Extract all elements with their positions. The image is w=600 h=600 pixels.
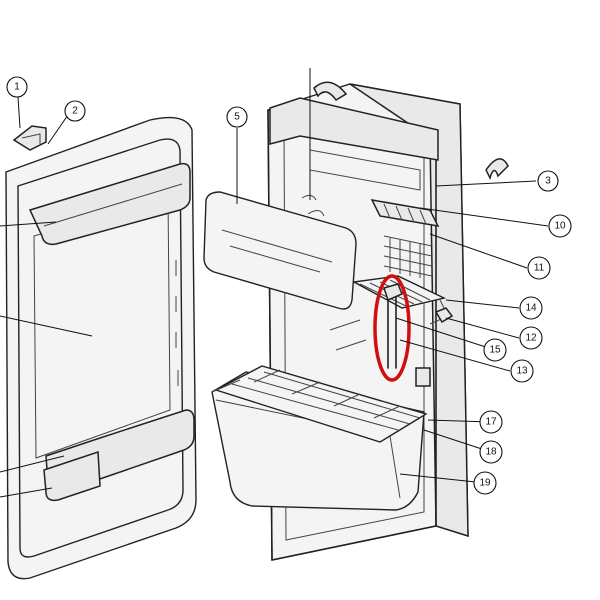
callout-15-label: 15 [489, 345, 501, 356]
callout-19-label: 19 [479, 478, 491, 489]
freezer-flap [203, 191, 357, 310]
callout-11-label: 11 [534, 263, 545, 274]
callout-10-label: 10 [554, 221, 566, 232]
callout-5-label: 5 [234, 112, 240, 123]
highlight-ring [373, 274, 411, 382]
callout-14-label: 14 [525, 303, 537, 314]
callout-10: 10 [548, 214, 572, 238]
callout-14: 14 [519, 296, 543, 320]
callout-18: 18 [479, 440, 503, 464]
callout-13: 13 [510, 359, 534, 383]
callout-2: 2 [64, 100, 86, 122]
callout-5: 5 [226, 106, 248, 128]
callout-17: 17 [479, 410, 503, 434]
callout-12-label: 12 [525, 333, 537, 344]
callout-19: 19 [473, 471, 497, 495]
callout-1: 1 [6, 76, 28, 98]
crisper-assembly [211, 365, 428, 511]
callout-15: 15 [483, 338, 507, 362]
door-assembly [5, 116, 197, 580]
callout-18-label: 18 [485, 447, 497, 458]
callout-3: 3 [537, 170, 559, 192]
callout-13-label: 13 [516, 366, 528, 377]
callout-11: 11 [527, 256, 551, 280]
callout-1-label: 1 [14, 82, 20, 93]
callout-3-label: 3 [545, 176, 551, 187]
callout-12: 12 [519, 326, 543, 350]
callout-17-label: 17 [485, 417, 497, 428]
callout-2-label: 2 [72, 106, 78, 117]
leader-lines [0, 68, 549, 498]
